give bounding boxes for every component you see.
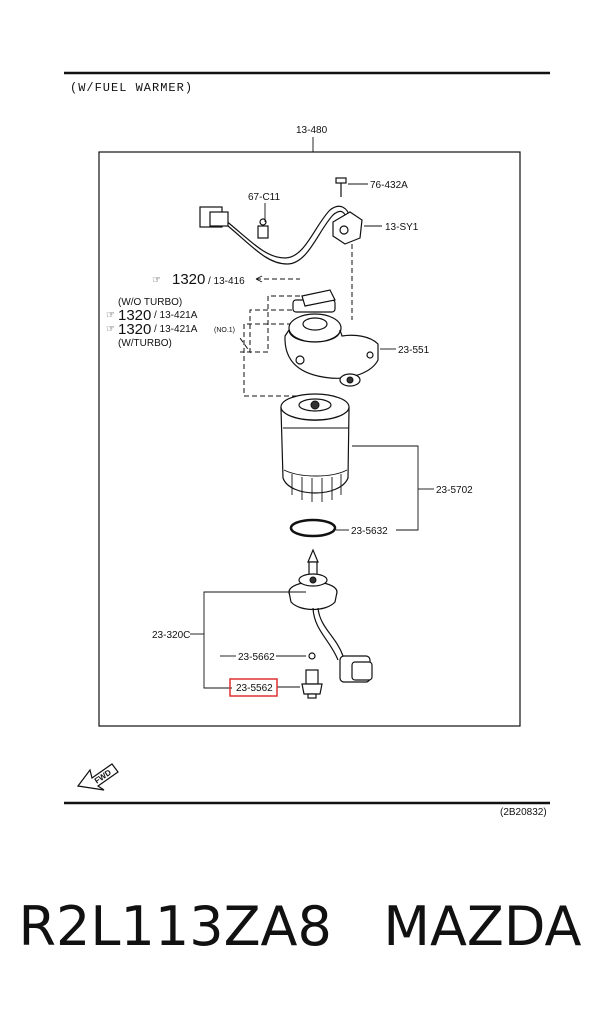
water-sensor-switch: [301, 669, 323, 699]
part-label-23-320c: 23-320C: [152, 630, 190, 641]
fwd-arrow-icon: FWD: [76, 763, 119, 791]
part-number-text: R2L113ZA8: [18, 895, 332, 958]
part-label-76-432a: 76-432A: [370, 180, 408, 191]
assembly-ref-label: 13-480: [296, 125, 328, 136]
svg-text:/ 13-416: / 13-416: [208, 276, 245, 287]
fuel-warmer-assembly: [288, 548, 344, 661]
bolt-part: [335, 177, 347, 197]
svg-text:/ 13-421A: / 13-421A: [154, 310, 198, 321]
harness-connector: [199, 206, 229, 228]
part-label-23-5702: 23-5702: [436, 485, 473, 496]
part-label-13-sy1: 13-SY1: [385, 222, 419, 233]
sensor-part: [332, 211, 363, 245]
reference-note-3: ☞ 1320 / 13-421A (NO.1): [106, 321, 235, 338]
svg-text:1320: 1320: [118, 307, 151, 324]
note-w-turbo: (W/TURBO): [118, 338, 172, 349]
header-title: (W/FUEL WARMER): [70, 81, 193, 95]
part-label-23-5562: 23-5562: [236, 683, 273, 694]
small-o-ring-part: [308, 652, 316, 660]
clip-part: [257, 218, 269, 239]
figure-code: (2B20832): [500, 807, 547, 818]
svg-text:☞: ☞: [152, 275, 161, 286]
part-label-23-5662: 23-5662: [238, 652, 275, 663]
reference-note-2: ☞ 1320 / 13-421A: [106, 307, 198, 324]
svg-text:(NO.1): (NO.1): [214, 327, 235, 334]
o-ring-part: [289, 518, 337, 538]
part-label-67-c11: 67-C11: [248, 192, 280, 203]
svg-text:/ 13-421A: / 13-421A: [154, 324, 198, 335]
reference-note-1: ☞ 1320 / 13-416: [152, 271, 245, 288]
highlight-box-23-5562: [229, 678, 278, 697]
diagram-frame: [98, 151, 521, 727]
note-wo-turbo: (W/O TURBO): [118, 297, 182, 308]
product-caption: R2L113ZA8 MAZDA: [0, 895, 600, 958]
svg-text:☞: ☞: [106, 310, 115, 321]
warmer-connector: [339, 655, 373, 683]
fuel-filter-element: [280, 393, 350, 502]
svg-text:1320: 1320: [172, 271, 205, 288]
svg-text:1320: 1320: [118, 321, 151, 338]
part-label-23-5632: 23-5632: [351, 526, 388, 537]
brand-text: MAZDA: [383, 895, 582, 958]
svg-text:☞: ☞: [106, 324, 115, 335]
part-label-23-551: 23-551: [398, 345, 430, 356]
priming-pump-body: [284, 289, 379, 387]
